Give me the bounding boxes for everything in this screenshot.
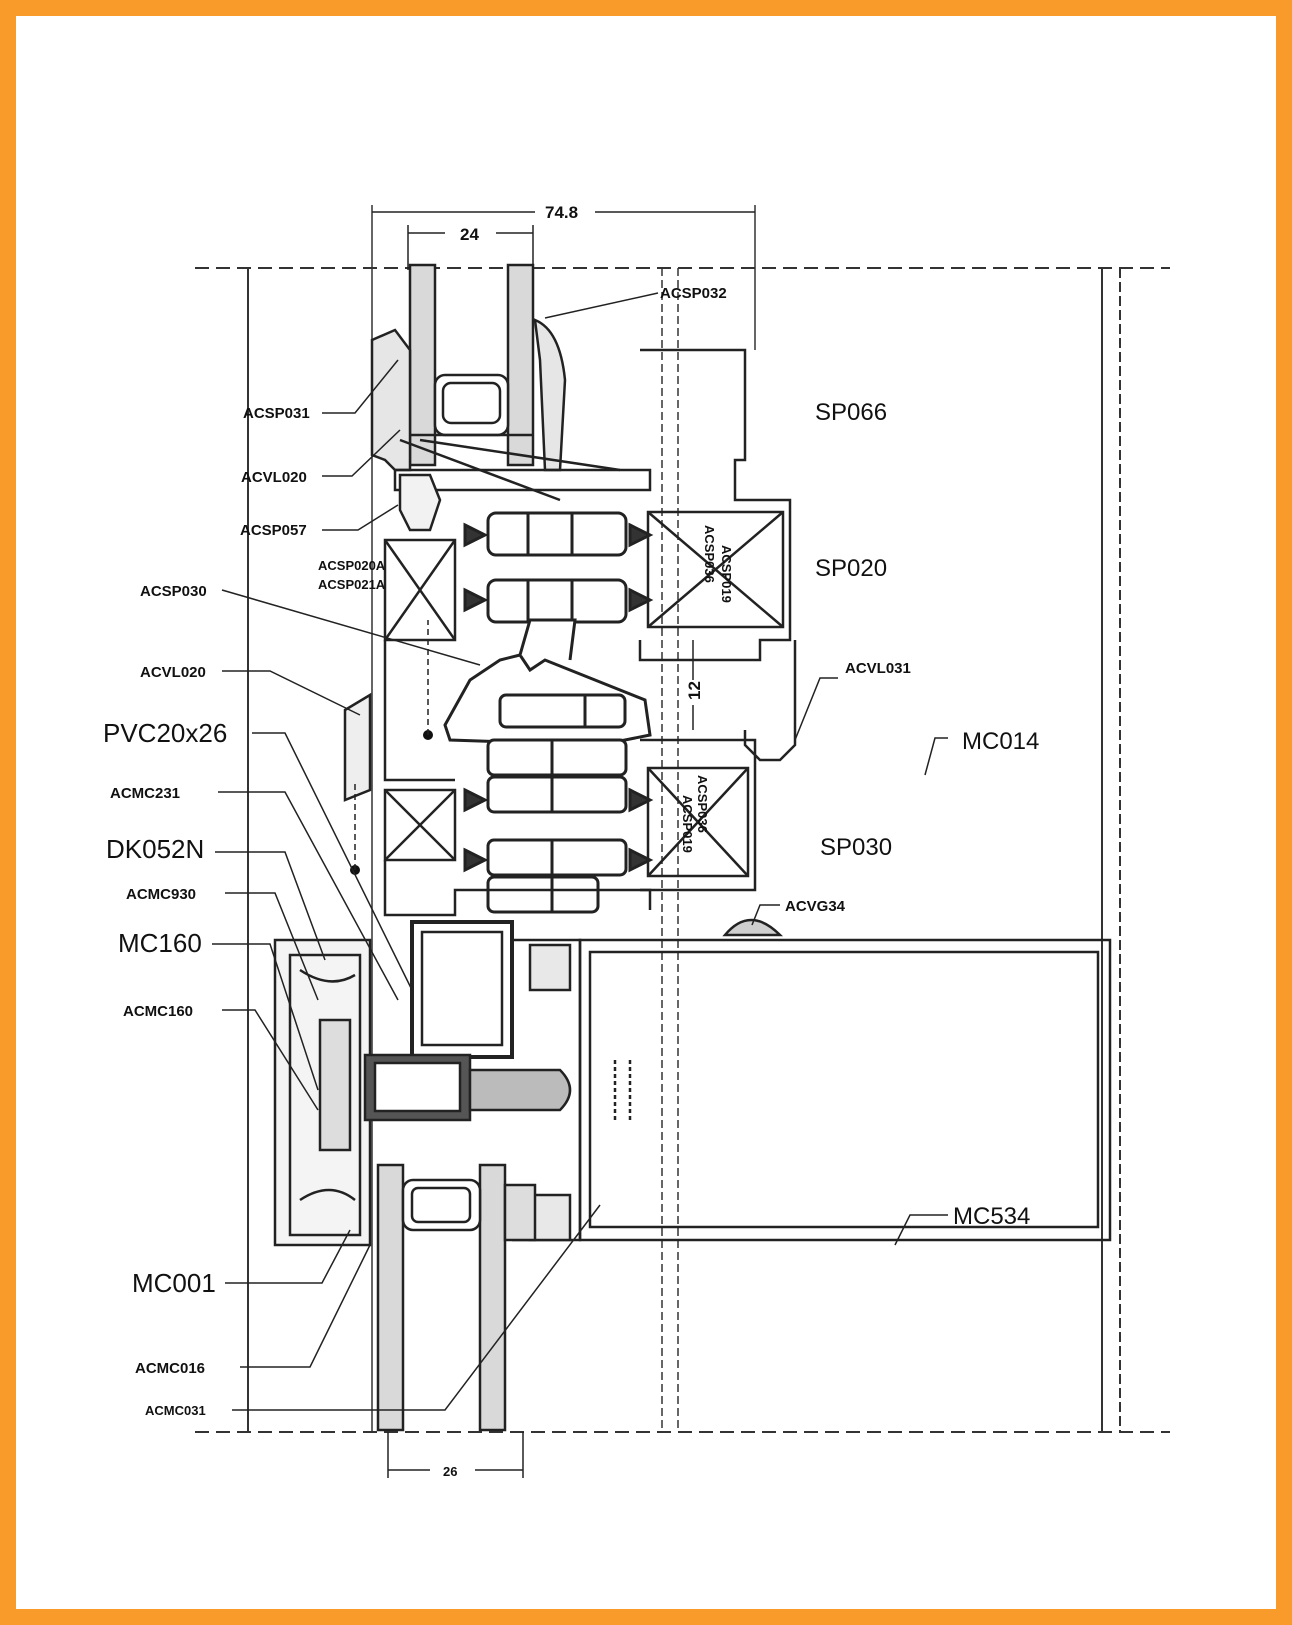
sp-boxes [638, 348, 797, 937]
dim-gap: 12 [685, 681, 704, 700]
label-acsp032: ACSP032 [660, 285, 727, 302]
lower-glass-unit [376, 1163, 537, 1432]
dimension-lines [372, 211, 755, 1478]
label-acmc930: ACMC930 [126, 886, 196, 903]
label-acvl020-top: ACVL020 [241, 469, 307, 486]
label-mc014: MC014 [962, 728, 1039, 755]
label-mc534: MC534 [953, 1203, 1030, 1230]
lower-thermal-break [463, 738, 654, 914]
label-acsp057: ACSP057 [240, 522, 307, 539]
dim-glass-bottom: 26 [443, 1464, 457, 1479]
label-sp066: SP066 [815, 399, 887, 426]
label-acvl031: ACVL031 [845, 660, 911, 677]
box1-label-b: ACSP019 [719, 545, 734, 603]
label-acvl020-mid: ACVL020 [140, 664, 206, 681]
label-sp030: SP030 [820, 834, 892, 861]
label-dk052n: DK052N [106, 834, 204, 864]
label-mc001: MC001 [132, 1268, 216, 1298]
label-acmc231: ACMC231 [110, 785, 180, 802]
upper-glass-unit [408, 263, 535, 467]
label-acmc160: ACMC160 [123, 1003, 193, 1020]
box2-label-a: ACSP036 [695, 775, 710, 833]
box2-label-b: ACSP019 [680, 795, 695, 853]
label-sp020: SP020 [815, 555, 887, 582]
label-acsp021a: ACSP021A [318, 577, 386, 592]
leader-lines [212, 292, 948, 1411]
central-gasket [443, 618, 652, 747]
dim-glass-top: 24 [460, 225, 479, 244]
label-acmc016: ACMC016 [135, 1360, 205, 1377]
label-acvg34: ACVG34 [785, 898, 846, 915]
box1-label-a: ACSP036 [702, 525, 717, 583]
label-acsp031: ACSP031 [243, 405, 310, 422]
label-pvc20x26: PVC20x26 [103, 718, 227, 748]
vent-frame-profile [370, 318, 652, 782]
dim-overall: 74.8 [545, 203, 578, 222]
label-acsp030: ACSP030 [140, 583, 207, 600]
label-acsp020a: ACSP020A [318, 558, 386, 573]
label-acmc031: ACMC031 [145, 1403, 206, 1418]
label-mc160: MC160 [118, 928, 202, 958]
lower-vent-profile [343, 692, 652, 917]
transom-assembly [273, 920, 1112, 1247]
upper-thermal-break [463, 511, 654, 624]
